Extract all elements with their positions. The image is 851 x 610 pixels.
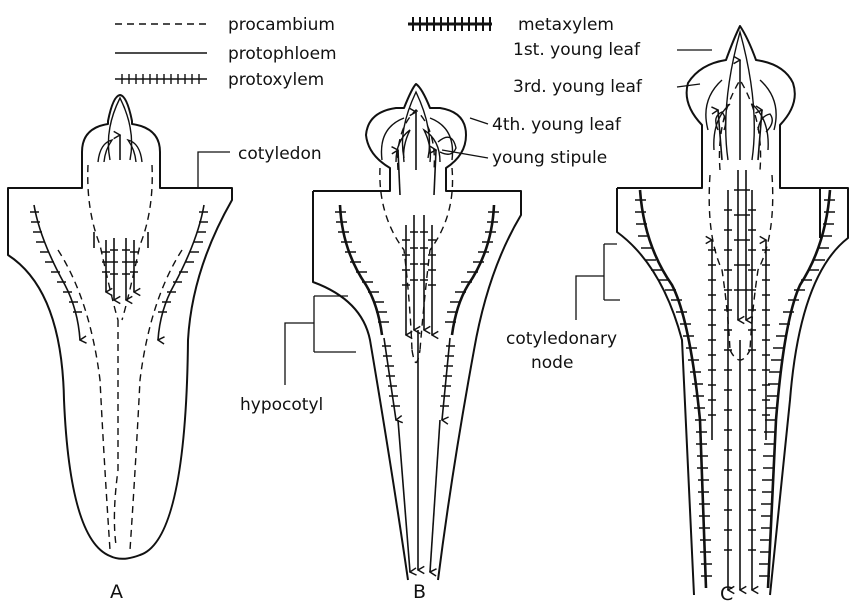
leader-cotyledonary-node <box>576 244 620 320</box>
panel-b-protoxylem-right-down <box>442 338 450 420</box>
panel-a-protoxylem-left-ticks <box>30 212 82 312</box>
panel-b-stipule-right <box>424 130 440 162</box>
panel-a-procambium-inner <box>88 165 153 545</box>
panel-c-metaxylem-left-ticks <box>635 200 712 576</box>
legend-procambium-label: procambium <box>228 15 335 35</box>
panel-a-label: A <box>110 581 123 603</box>
panel-b-protoxylem-left-down <box>384 338 396 420</box>
panel-b-phloem-leaf-right <box>434 150 436 195</box>
panel-b-outline <box>313 84 521 580</box>
legend-metaxylem-label: metaxylem <box>518 15 614 35</box>
panel-a-procambium-outer-right <box>130 250 182 550</box>
panel-c-label: C <box>720 583 733 605</box>
leader-4th-young-leaf <box>470 118 488 124</box>
panel-c-seedling: C <box>617 26 848 605</box>
label-hypocotyl: hypocotyl <box>240 395 323 415</box>
label-3rd-young-leaf: 3rd. young leaf <box>513 77 643 97</box>
panel-b-protoxylem-right-down-ticks <box>440 346 455 406</box>
panel-b-metaxylem-right <box>452 205 494 335</box>
panel-b-phloem-leaf-left <box>398 150 400 195</box>
label-node: node <box>531 353 573 373</box>
panel-c-outline <box>617 26 848 595</box>
label-cotyledonary: cotyledonary <box>506 329 617 349</box>
panel-c-metaxylem-left <box>640 190 706 588</box>
panel-b-seedling: B <box>313 84 521 603</box>
panel-b-protoxylem-left-down-ticks <box>382 346 400 406</box>
callout-labels: 1st. young leaf 3rd. young leaf 4th. you… <box>198 40 712 415</box>
label-cotyledon: cotyledon <box>238 144 322 164</box>
legend-protophloem-label: protophloem <box>228 44 337 64</box>
label-1st-young-leaf: 1st. young leaf <box>513 40 641 60</box>
leader-cotyledon <box>198 152 230 188</box>
panel-a-protoxylem-right-ticks <box>158 212 208 312</box>
panel-a-phloem-upper-left <box>94 232 148 248</box>
label-young-stipule: young stipule <box>492 148 607 168</box>
panel-b-phloem-outer-right <box>430 420 440 572</box>
panel-a-procambium-outer-left <box>58 250 110 550</box>
panel-a-central-ticks <box>102 250 138 274</box>
legend-protoxylem-label: protoxylem <box>228 70 324 90</box>
leader-hypocotyl <box>285 296 356 385</box>
label-4th-young-leaf: 4th. young leaf <box>492 115 622 135</box>
panel-b-inner-leaf <box>381 92 452 160</box>
panel-b-label: B <box>413 581 426 603</box>
